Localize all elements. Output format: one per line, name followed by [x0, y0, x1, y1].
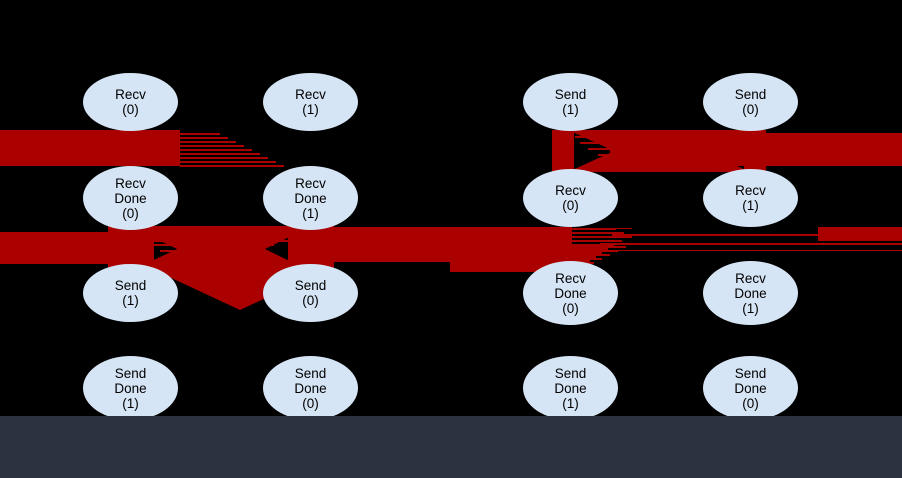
node-recv-done-0-r1[interactable]: Recv Done (0) — [83, 166, 178, 230]
node-recv-done-1-r1[interactable]: Recv Done (1) — [263, 166, 358, 230]
node-send-done-1-r3[interactable]: Send Done (1) — [83, 356, 178, 420]
node-recv-0-r1[interactable]: Recv (0) — [523, 169, 618, 227]
node-label: Recv (0) — [555, 183, 586, 213]
node-label: Recv (1) — [295, 87, 326, 117]
node-send-done-0-r3b[interactable]: Send Done (0) — [703, 356, 798, 420]
node-label: Send Done (0) — [734, 365, 767, 411]
thin-scanlines — [0, 228, 902, 251]
red-bands — [0, 130, 902, 310]
feather-steps-tl — [180, 133, 284, 167]
node-label: Send Done (1) — [114, 365, 147, 411]
x-crossing-right-scan — [575, 136, 735, 168]
node-label: Recv Done (0) — [114, 175, 147, 221]
node-recv-1-r0[interactable]: Recv (1) — [263, 73, 358, 131]
node-recv-done-0-r2[interactable]: Recv Done (0) — [523, 261, 618, 325]
node-send-0-r2[interactable]: Send (0) — [263, 264, 358, 322]
x-crossing-right — [552, 130, 766, 174]
node-send-0-r0[interactable]: Send (0) — [703, 73, 798, 131]
node-label: Send (1) — [114, 278, 147, 308]
node-label: Recv (1) — [735, 183, 766, 213]
node-label: Recv Done (1) — [734, 270, 767, 316]
node-recv-done-1-r2[interactable]: Recv Done (1) — [703, 261, 798, 325]
node-send-done-1-r3b[interactable]: Send Done (1) — [523, 356, 618, 420]
footer-bar — [0, 416, 902, 478]
node-label: Send (0) — [294, 278, 327, 308]
node-send-done-0-r3[interactable]: Send Done (0) — [263, 356, 358, 420]
node-label: Send Done (1) — [554, 365, 587, 411]
node-label: Send Done (0) — [294, 365, 327, 411]
node-label: Send (0) — [734, 87, 767, 117]
node-label: Recv Done (1) — [294, 175, 327, 221]
node-label: Send (1) — [554, 87, 587, 117]
node-send-1-r2[interactable]: Send (1) — [83, 264, 178, 322]
node-label: Recv (0) — [115, 87, 146, 117]
node-recv-1-r1[interactable]: Recv (1) — [703, 169, 798, 227]
node-label: Recv Done (0) — [554, 270, 587, 316]
node-send-1-r0[interactable]: Send (1) — [523, 73, 618, 131]
node-recv-0-r0[interactable]: Recv (0) — [83, 73, 178, 131]
